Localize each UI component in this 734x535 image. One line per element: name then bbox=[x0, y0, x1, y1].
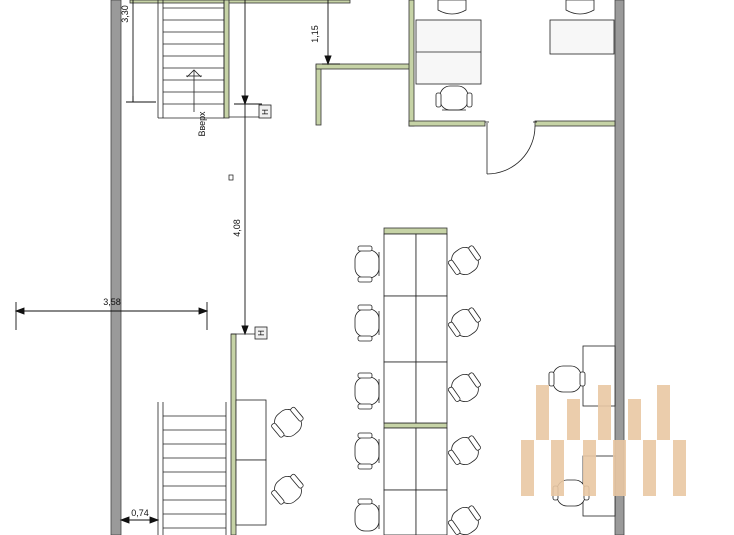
office-door bbox=[485, 121, 537, 175]
chair bbox=[447, 505, 481, 535]
chair bbox=[447, 435, 481, 466]
chair bbox=[354, 432, 380, 470]
chair bbox=[435, 85, 473, 111]
chair bbox=[354, 372, 380, 410]
left-exterior-wall bbox=[110, 0, 122, 535]
hydrant-lower-label: Н bbox=[257, 330, 266, 336]
chair bbox=[548, 365, 586, 393]
exterior-walls bbox=[110, 0, 625, 535]
dimension-label-wall-gap: 1,15 bbox=[310, 25, 320, 43]
chair bbox=[271, 473, 304, 505]
dimension-bottom-gap bbox=[119, 516, 160, 524]
office-left-wall bbox=[408, 0, 415, 127]
stair-direction-label: Вверх bbox=[197, 111, 207, 137]
dimension-left-width bbox=[14, 302, 209, 330]
desk-cap-top bbox=[383, 227, 448, 235]
partition-vertical-short bbox=[315, 64, 322, 126]
chair bbox=[447, 372, 481, 403]
right-exterior-wall bbox=[614, 0, 625, 535]
chair bbox=[447, 307, 481, 338]
dimension-label-left-width: 3,58 bbox=[103, 297, 121, 307]
left-workstations bbox=[235, 399, 304, 526]
office-bottom-wall-right bbox=[534, 120, 616, 127]
stair-side-partition bbox=[223, 0, 230, 119]
dimension-wall-gap bbox=[322, 0, 340, 66]
upper-staircase bbox=[157, 0, 225, 119]
chair bbox=[565, 0, 595, 15]
watermark-logo bbox=[521, 385, 686, 496]
top-partition bbox=[129, 0, 351, 4]
partition-horizontal bbox=[315, 63, 412, 70]
dimension-label-bottom-gap: 0,74 bbox=[131, 508, 149, 518]
chair bbox=[271, 406, 304, 438]
dimension-stair-height bbox=[126, 0, 156, 103]
chair bbox=[437, 0, 467, 15]
lower-stair-partition bbox=[230, 333, 237, 535]
central-desks bbox=[383, 233, 448, 535]
desk-chairs-left bbox=[354, 245, 380, 532]
lower-staircase bbox=[157, 402, 227, 535]
office-desk-right bbox=[549, 19, 615, 55]
chair bbox=[354, 498, 380, 532]
small-marker bbox=[228, 174, 234, 181]
desk-cap-mid bbox=[383, 422, 448, 429]
chair bbox=[354, 245, 380, 283]
dimension-corridor bbox=[234, 0, 262, 336]
desk-chairs-right bbox=[447, 245, 481, 535]
office-bottom-wall-left bbox=[408, 120, 486, 127]
hydrant-upper: Н bbox=[229, 104, 272, 119]
office-furniture bbox=[415, 0, 615, 111]
hydrant-upper-label: Н bbox=[261, 109, 270, 115]
dimension-label-corridor: 4,08 bbox=[232, 219, 242, 237]
chair bbox=[354, 304, 380, 342]
chair bbox=[447, 245, 481, 276]
hydrant-lower: Н bbox=[231, 326, 268, 340]
dimension-label-stair-height: 3,30 bbox=[120, 5, 130, 23]
